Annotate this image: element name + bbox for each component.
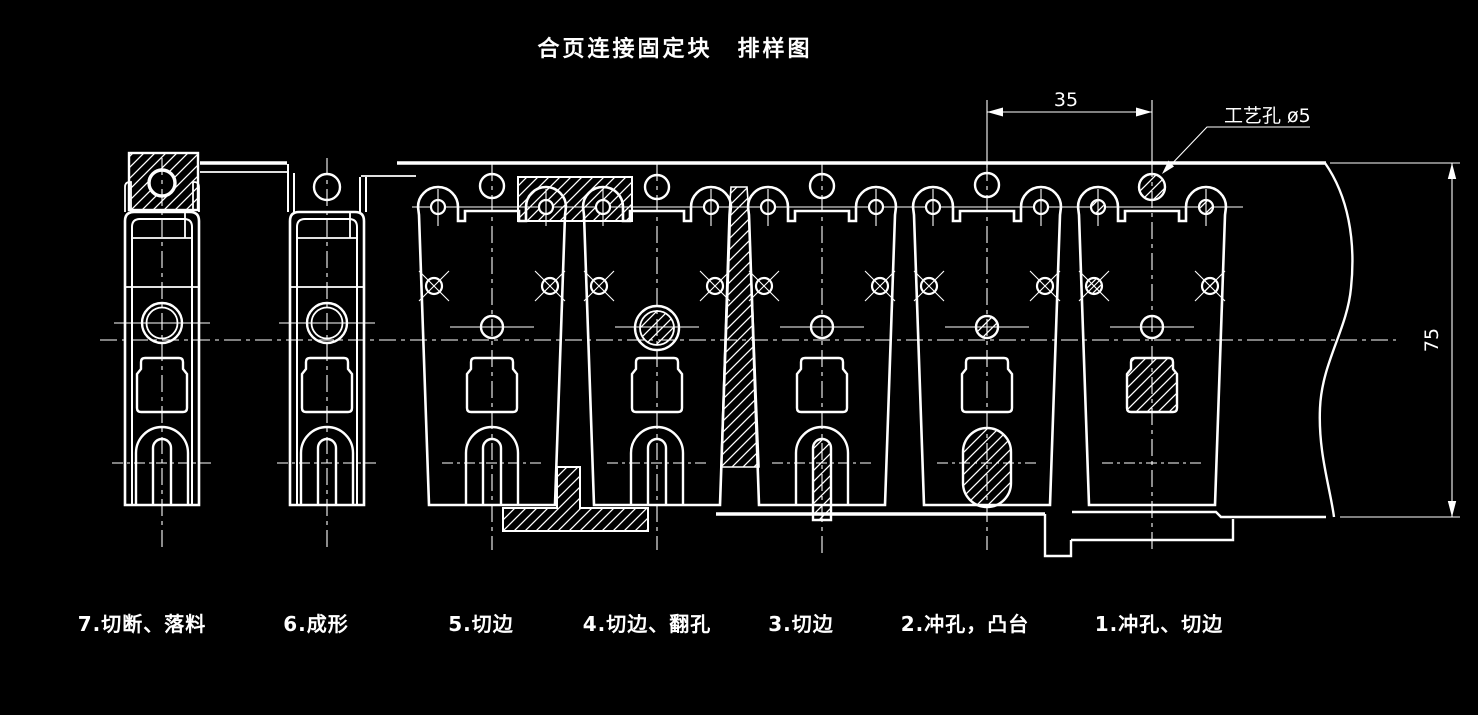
label-station-4: 4.切边、翻孔 <box>583 612 712 636</box>
process-hole-callout: 工艺孔 ø5 <box>1162 105 1311 174</box>
strip-width-text: 75 <box>1421 328 1443 352</box>
dimension-strip-width: 75 <box>1330 162 1460 518</box>
process-hole-label: 工艺孔 ø5 <box>1224 105 1311 127</box>
strip-bottom-edge-right <box>1072 510 1326 519</box>
label-station-2: 2.冲孔，凸台 <box>901 612 1030 636</box>
center-hole <box>809 314 835 340</box>
label-station-6: 6.成形 <box>283 612 349 636</box>
strip-edges <box>200 161 1354 558</box>
label-station-1: 1.冲孔、切边 <box>1095 612 1224 636</box>
centerlines <box>112 158 1202 558</box>
dimension-pitch: 35 <box>986 89 1153 168</box>
web-connectors <box>287 164 367 212</box>
bottom-rail-lower <box>1071 519 1235 542</box>
trim-web-hatch-4-5 <box>517 176 633 222</box>
bottom-tab <box>1043 514 1073 558</box>
station-labels: 7.切断、落料 6.成形 5.切边 4.切边、翻孔 3.切边 2.冲孔，凸台 1… <box>78 612 1224 636</box>
center-hole <box>479 314 505 340</box>
cut-regions <box>502 176 760 532</box>
break-line <box>1318 162 1354 518</box>
pitch-dimension-text: 35 <box>1054 89 1078 111</box>
label-station-3: 3.切边 <box>768 612 834 636</box>
label-station-5: 5.切边 <box>448 612 514 636</box>
station-1 <box>1076 172 1228 507</box>
label-station-7: 7.切断、落料 <box>78 612 207 636</box>
bottom-trim-hatch <box>502 466 649 532</box>
drawing-title: 合页连接固定块 排样图 <box>537 36 812 62</box>
